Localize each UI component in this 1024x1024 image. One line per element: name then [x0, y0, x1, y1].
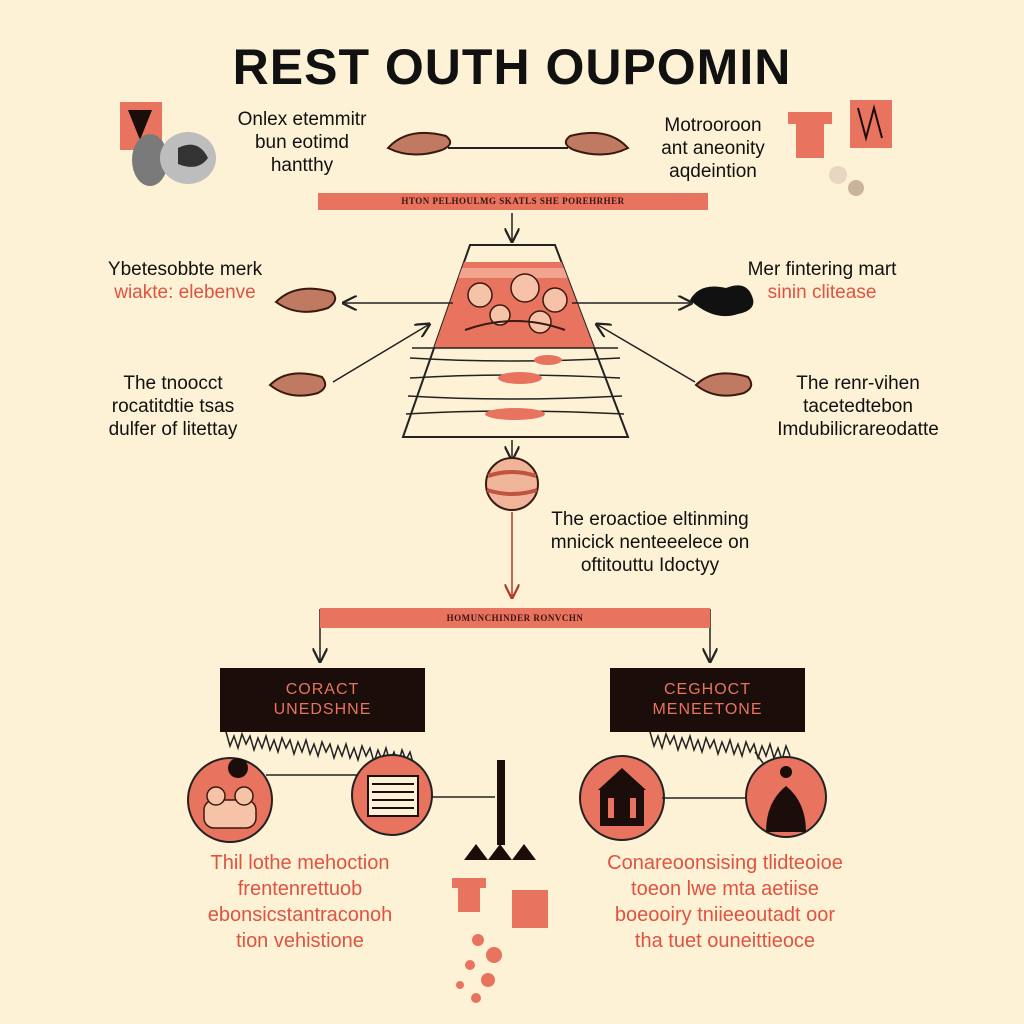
bottom-right-text: Conareoonsising tlidteoioe toeon lwe mta…: [575, 850, 875, 954]
left-box-line-1: CORACT: [285, 681, 360, 698]
lower-left-label-line-3: dulfer of litettay: [108, 419, 238, 440]
center-label-line-3: oftitouttu Idoctyy: [580, 555, 720, 576]
top-left-label-line-3: hantthy: [270, 155, 334, 176]
cyclist-icon: [452, 760, 548, 1003]
layered-pyramid: [401, 244, 630, 438]
mortar-icon: [788, 100, 892, 196]
right-box-fringe: [649, 731, 791, 763]
top-left-label: Onlex etemmitr bun eotimd hantthy: [232, 108, 372, 177]
top-right-label-line-3: aqdeintion: [669, 161, 757, 182]
bottom-left-text-line-3: ebonsicstantraconoh: [207, 904, 393, 926]
lower-right-label: The renr-vihen tacetedtebon Imdubilicrar…: [758, 372, 958, 441]
center-label-line-2: mnicick nenteeelece on: [550, 532, 750, 553]
bottom-left-text-line-1: Thil lothe mehoction: [210, 852, 390, 874]
top-band: HTON PELHOULMG SKATLS SHE POREHRHER: [318, 193, 708, 210]
bottom-right-text-line-3: boeooiry tniieeoutadt oor: [614, 904, 836, 926]
center-label-line-1: The eroactioe eltinming: [551, 509, 749, 530]
hands-icon-left: [386, 131, 452, 156]
mid-left-label-line-2: wiakte: elebenve: [114, 282, 256, 303]
page-title: REST OUTH OUPOMIN: [232, 39, 792, 95]
lower-left-label-line-2: rocatitdtie tsas: [111, 396, 235, 417]
bottom-left-text: Thil lothe mehoction frentenrettuob ebon…: [170, 850, 430, 954]
mid-right-label-line-1: Mer fintering mart: [747, 259, 897, 280]
hands-icon-mid-left: [274, 287, 337, 313]
monument-icon: [745, 756, 827, 838]
mid-right-label-line-2: sinin clitease: [767, 282, 877, 303]
lower-right-label-line-1: The renr-vihen: [796, 373, 920, 394]
bottom-left-text-line-4: tion vehistione: [236, 930, 364, 952]
right-box-line-1: CEGHOCT: [664, 681, 751, 698]
top-right-label: Motrooroon ant aneonity aqdeintion: [648, 114, 778, 183]
bottom-band: HOMUNCHINDER RONVCHN: [320, 608, 710, 628]
bottom-left-text-line-2: frentenrettuob: [237, 878, 363, 900]
bottom-right-text-line-1: Conareoonsising tlidteoioe: [607, 852, 843, 874]
right-box: CEGHOCT MENEETONE: [610, 668, 805, 732]
left-box: CORACT UNEDSHNE: [220, 668, 425, 732]
lower-left-label-line-1: The tnoocct: [123, 373, 223, 394]
bottom-right-text-line-2: toeon lwe mta aetiise: [631, 878, 819, 900]
lower-right-label-line-2: tacetedtebon: [803, 396, 913, 417]
hands-icon-lower-left: [268, 372, 327, 397]
lower-left-label: The tnoocct rocatitdtie tsas dulfer of l…: [88, 372, 258, 441]
hands-icon-lower-right: [694, 372, 753, 397]
bottom-right-text-line-4: tha tuet ouneittieoce: [634, 930, 816, 952]
mid-right-label: Mer fintering mart sinin clitease: [722, 258, 922, 304]
mid-left-label-line-1: Ybetesobbte merk: [107, 259, 263, 280]
center-label: The eroactioe eltinming mnicick nenteeel…: [530, 508, 770, 577]
heart-icon: [351, 754, 433, 836]
lower-right-label-line-3: Imdubilicrareodatte: [777, 419, 939, 440]
earth-icon: [485, 457, 539, 511]
left-box-line-2: UNEDSHNE: [273, 701, 372, 718]
school-icon: [579, 755, 665, 841]
right-box-line-2: MENEETONE: [652, 701, 763, 718]
hands-icon-right: [564, 131, 630, 156]
top-left-label-line-2: bun eotimd: [254, 132, 349, 153]
person-icon: [187, 757, 273, 843]
top-right-label-line-2: ant aneonity: [661, 138, 765, 159]
book-icon: [120, 102, 216, 186]
sun-icon: [690, 285, 754, 317]
top-right-label-line-1: Motrooroon: [664, 115, 762, 136]
top-left-label-line-1: Onlex etemmitr: [237, 109, 367, 130]
mid-left-label: Ybetesobbte merk wiakte: elebenve: [80, 258, 290, 304]
